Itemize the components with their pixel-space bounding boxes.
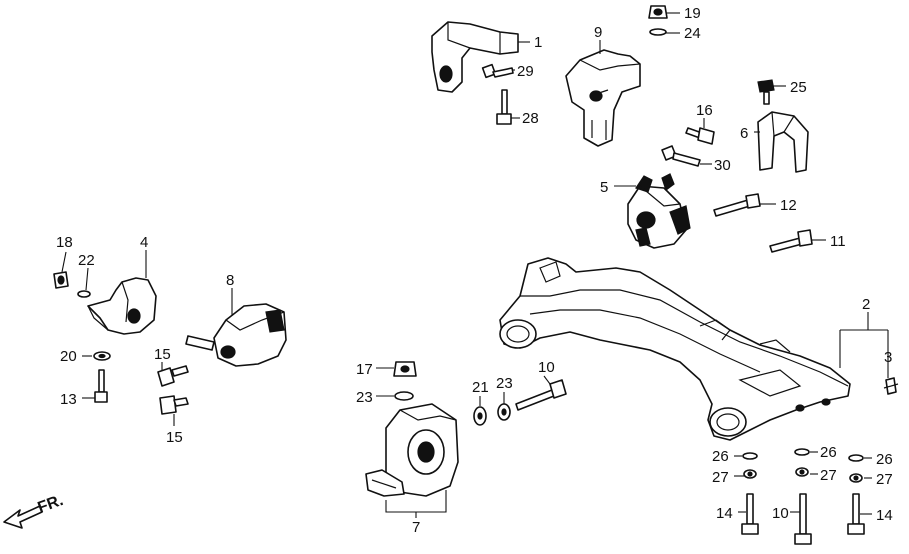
label-part-6: 6 bbox=[740, 125, 748, 142]
label-part-12: 12 bbox=[780, 197, 797, 214]
label-part-22: 22 bbox=[78, 252, 95, 269]
nut-part-17 bbox=[393, 361, 417, 377]
bolt-part-25 bbox=[757, 79, 775, 105]
washer-part-27-left bbox=[743, 469, 757, 479]
label-part-19: 19 bbox=[684, 5, 701, 22]
washer-part-26-right bbox=[848, 454, 864, 462]
mount-part-7 bbox=[365, 403, 459, 497]
washer-part-20 bbox=[93, 351, 111, 361]
washer-part-27-right bbox=[849, 473, 863, 483]
label-part-27-mid: 27 bbox=[820, 467, 837, 484]
bolt-part-10-upper bbox=[515, 379, 567, 411]
cushion-part-6 bbox=[757, 111, 809, 173]
label-part-29: 29 bbox=[517, 63, 534, 80]
label-part-8: 8 bbox=[226, 272, 234, 289]
bolt-part-29 bbox=[481, 63, 514, 79]
label-part-21: 21 bbox=[472, 379, 489, 396]
label-part-15-upper: 15 bbox=[154, 346, 171, 363]
label-part-7: 7 bbox=[412, 519, 420, 536]
part-labels: 1 9 19 24 29 28 25 16 6 30 5 12 11 2 3 4… bbox=[36, 5, 893, 536]
washer-part-21 bbox=[473, 406, 487, 426]
bracket-part-9 bbox=[565, 49, 641, 147]
label-part-30: 30 bbox=[714, 157, 731, 174]
label-part-24: 24 bbox=[684, 25, 701, 42]
label-part-26-left: 26 bbox=[712, 448, 729, 465]
label-part-5: 5 bbox=[600, 179, 608, 196]
leader-lines bbox=[61, 12, 889, 518]
label-part-14-right: 14 bbox=[876, 507, 893, 524]
label-part-17: 17 bbox=[356, 361, 373, 378]
bolt-part-10-lower bbox=[794, 493, 812, 545]
front-direction-arrow-icon bbox=[3, 505, 43, 529]
label-part-13: 13 bbox=[60, 391, 77, 408]
bolt-part-16 bbox=[685, 127, 715, 145]
label-part-18: 18 bbox=[56, 234, 73, 251]
bracket-part-1 bbox=[431, 21, 519, 93]
bolt-part-15-lower bbox=[159, 395, 189, 415]
front-direction-label: FR. bbox=[36, 492, 66, 517]
label-part-28: 28 bbox=[522, 110, 539, 127]
label-part-26-right: 26 bbox=[876, 451, 893, 468]
washer-part-23-left bbox=[394, 391, 414, 401]
label-part-14-left: 14 bbox=[716, 505, 733, 522]
label-part-3: 3 bbox=[884, 349, 892, 366]
nut-part-18 bbox=[53, 271, 69, 289]
label-part-26-mid: 26 bbox=[820, 444, 837, 461]
label-part-27-right: 27 bbox=[876, 471, 893, 488]
label-part-16: 16 bbox=[696, 102, 713, 119]
bolt-part-14-left bbox=[741, 493, 759, 535]
bolt-part-14-right bbox=[847, 493, 865, 535]
label-part-2: 2 bbox=[862, 296, 870, 313]
bolt-part-13 bbox=[94, 369, 108, 403]
bolt-part-15-upper bbox=[157, 365, 189, 387]
washer-part-22 bbox=[77, 290, 91, 298]
label-part-1: 1 bbox=[534, 34, 542, 51]
label-part-11: 11 bbox=[830, 233, 846, 250]
washer-part-27-mid bbox=[795, 467, 809, 477]
label-part-23-left: 23 bbox=[356, 389, 373, 406]
washer-part-23-right bbox=[497, 403, 511, 421]
bolt-part-11 bbox=[769, 229, 813, 253]
label-part-25: 25 bbox=[790, 79, 807, 96]
label-part-4: 4 bbox=[140, 234, 148, 251]
mount-part-8 bbox=[185, 303, 287, 367]
washer-part-26-mid bbox=[794, 448, 810, 456]
bolt-part-28 bbox=[496, 89, 512, 125]
stud-part-3 bbox=[883, 377, 899, 395]
bracket-part-4 bbox=[87, 277, 157, 335]
label-part-10-lower: 10 bbox=[772, 505, 789, 522]
label-part-15-lower: 15 bbox=[166, 429, 183, 446]
nut-part-19 bbox=[648, 5, 668, 19]
bolt-part-30 bbox=[661, 145, 701, 167]
label-part-23-right: 23 bbox=[496, 375, 513, 392]
bolt-part-12 bbox=[713, 193, 761, 217]
label-part-27-left: 27 bbox=[712, 469, 729, 486]
label-part-20: 20 bbox=[60, 348, 77, 365]
washer-part-24 bbox=[649, 28, 667, 36]
label-part-9: 9 bbox=[594, 24, 602, 41]
label-part-10-upper: 10 bbox=[538, 359, 555, 376]
washer-part-26-left bbox=[742, 452, 758, 460]
mount-part-5 bbox=[627, 173, 691, 249]
subframe-part-2 bbox=[499, 257, 851, 441]
